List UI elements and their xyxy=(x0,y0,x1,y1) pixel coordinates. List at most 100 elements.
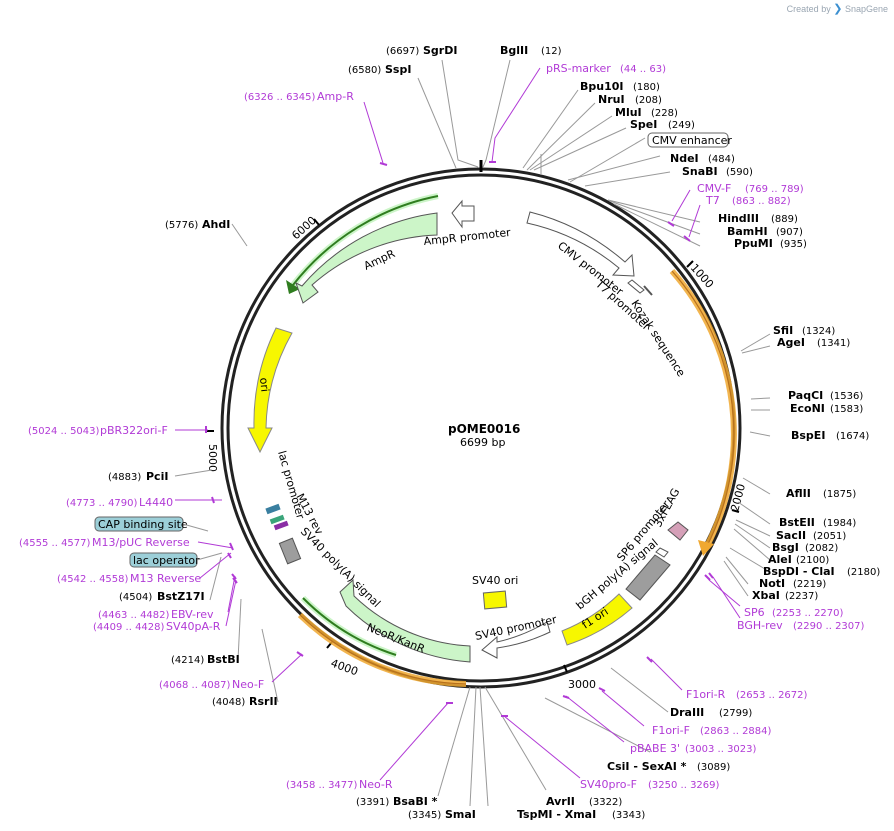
site-rsrii-pos: (4048) xyxy=(212,697,245,708)
site-mlui: MluI xyxy=(615,106,642,119)
ori-label: ori xyxy=(257,377,271,393)
site-csii-sexai-pos: (3089) xyxy=(697,762,730,773)
primer-prs-marker-range: (44 .. 63) xyxy=(620,64,666,75)
site-pcii: PciI xyxy=(146,470,168,483)
site-ndei: NdeI xyxy=(670,152,699,165)
primer-l4440-range: (4773 .. 4790) xyxy=(66,498,138,509)
primer-f1ori-r: F1ori-R xyxy=(686,688,726,701)
site-ppumi-pos: (935) xyxy=(780,239,807,250)
site-xbai: XbaI xyxy=(752,589,780,602)
primer-l4440: L4440 xyxy=(139,496,173,509)
tick-label-4000: 4000 xyxy=(329,657,360,679)
site-xbai-pos: (2237) xyxy=(785,591,818,602)
primer-ebv-rev: EBV-rev xyxy=(171,608,214,621)
cap-binding-mark xyxy=(265,503,281,515)
site-agei: AgeI xyxy=(777,336,805,349)
ori-arrow xyxy=(247,327,293,454)
site-hindiii: HindIII xyxy=(718,212,759,225)
primer-connectors xyxy=(175,67,741,781)
site-bspei: BspEI xyxy=(791,429,825,442)
site-sacii-pos: (2051) xyxy=(813,531,846,542)
primer-pbr322ori-f: pBR322ori-F xyxy=(100,424,168,437)
site-ppumi: PpuMI xyxy=(734,237,773,250)
site-sgrdi-pos: (6697) xyxy=(386,46,419,57)
site-csii-sexai: CsiI - SexAI * xyxy=(607,760,687,773)
primer-sv40pro-f-range: (3250 .. 3269) xyxy=(648,780,720,791)
site-bsteii-pos: (1984) xyxy=(823,518,856,529)
site-tspmi-xmai-pos: (3343) xyxy=(612,810,645,821)
site-snabi-pos: (590) xyxy=(726,167,753,178)
sp6-promoter-arrow xyxy=(655,547,669,558)
site-agei-pos: (1341) xyxy=(817,338,850,349)
primer-pbabe3: pBABE 3' xyxy=(630,742,680,755)
primer-sp6-range: (2253 .. 2270) xyxy=(772,608,844,619)
primer-neo-r: Neo-R xyxy=(359,778,393,791)
site-bglii: BglII xyxy=(500,44,528,57)
green-arc-ampr-arrowhead xyxy=(286,280,300,294)
cmv-enhancer-label: CMV enhancer xyxy=(652,134,732,147)
site-sgrdi: SgrDI xyxy=(423,44,457,57)
primer-t7: T7 xyxy=(705,194,720,207)
site-ndei-pos: (484) xyxy=(708,154,735,165)
primer-neo-r-range: (3458 .. 3477) xyxy=(286,780,358,791)
primer-sp6: SP6 xyxy=(744,606,765,619)
orange-arc-arrowhead xyxy=(698,540,714,556)
site-smai-pos: (3345) xyxy=(408,810,441,821)
site-bsgi: BsgI xyxy=(772,541,799,554)
brand-name: SnapGene xyxy=(844,4,888,14)
cap-binding-label: CAP binding site xyxy=(98,518,188,531)
ampr-arrow xyxy=(295,212,438,304)
primer-pbabe3-range: (3003 .. 3023) xyxy=(685,744,757,755)
primer-cmv-f: CMV-F xyxy=(697,182,731,195)
lac-operator-box: lac operator xyxy=(129,552,223,568)
primer-m13-rev: M13 Reverse xyxy=(130,572,201,585)
site-bpu10i-pos: (180) xyxy=(633,82,660,93)
primer-amp-r: Amp-R xyxy=(317,90,354,103)
sv40-ori-box xyxy=(482,590,508,610)
ampr-promoter-arrow xyxy=(451,199,475,229)
primer-pbr322ori-f-range: (5024 .. 5043) xyxy=(28,426,100,437)
sv40-polya-left-label: SV40 poly(A) signal xyxy=(298,525,383,610)
site-aflii-pos: (1875) xyxy=(823,489,856,500)
snapgene-logo-icon: ❯ xyxy=(833,3,843,15)
site-tspmi-xmai: TspMI - XmaI xyxy=(517,808,596,821)
primer-sv40pa-r-range: (4409 .. 4428) xyxy=(93,622,165,633)
site-rsrii: RsrII xyxy=(249,695,278,708)
primer-m13puc-rev-range: (4555 .. 4577) xyxy=(19,538,91,549)
site-bsabi-pos: (3391) xyxy=(356,797,389,808)
sv40-promoter-arrow xyxy=(481,621,551,659)
green-arc-ampr-core xyxy=(292,195,439,286)
plasmid-name: pOME0016 xyxy=(448,422,520,436)
site-ahdi-pos: (5776) xyxy=(165,220,198,231)
kozak-mark xyxy=(643,285,653,296)
primer-ticks xyxy=(205,161,714,717)
tick-label-2000: 2000 xyxy=(728,482,748,512)
site-bpu10i: Bpu10I xyxy=(580,80,624,93)
site-smai: SmaI xyxy=(445,808,476,821)
site-econi-pos: (1583) xyxy=(830,404,863,415)
site-bspdi-clai: BspDI - ClaI xyxy=(763,565,835,578)
primer-amp-r-range: (6326 .. 6345) xyxy=(244,92,316,103)
m13-rev-mark xyxy=(273,520,289,531)
tick-label-3000: 3000 xyxy=(568,678,596,691)
site-draiii: DraIII xyxy=(670,706,704,719)
site-bglii-pos: (12) xyxy=(541,46,562,57)
site-mlui-pos: (228) xyxy=(651,108,678,119)
site-sacii: SacII xyxy=(776,529,806,542)
primer-prs-marker: pRS-marker xyxy=(546,62,611,75)
bgh-polya-box xyxy=(625,554,671,601)
site-connectors xyxy=(174,59,771,807)
cmv-promoter-arrow xyxy=(526,211,635,277)
primer-f1ori-f: F1ori-F xyxy=(652,724,690,737)
site-sspi-pos: (6580) xyxy=(348,65,381,76)
site-paqci-pos: (1536) xyxy=(830,391,863,402)
site-bsgi-pos: (2082) xyxy=(805,543,838,554)
site-sspi: SspI xyxy=(385,63,411,76)
site-bsteii: BstEII xyxy=(779,516,815,529)
site-bstz17i: BstZ17I xyxy=(157,590,205,603)
site-bspdi-clai-pos: (2180) xyxy=(847,567,880,578)
site-bstbi: BstBI xyxy=(207,653,240,666)
kozak-label: Kozak sequence xyxy=(628,298,687,380)
primer-bgh-rev: BGH-rev xyxy=(737,619,783,632)
site-alei: AleI xyxy=(768,553,792,566)
